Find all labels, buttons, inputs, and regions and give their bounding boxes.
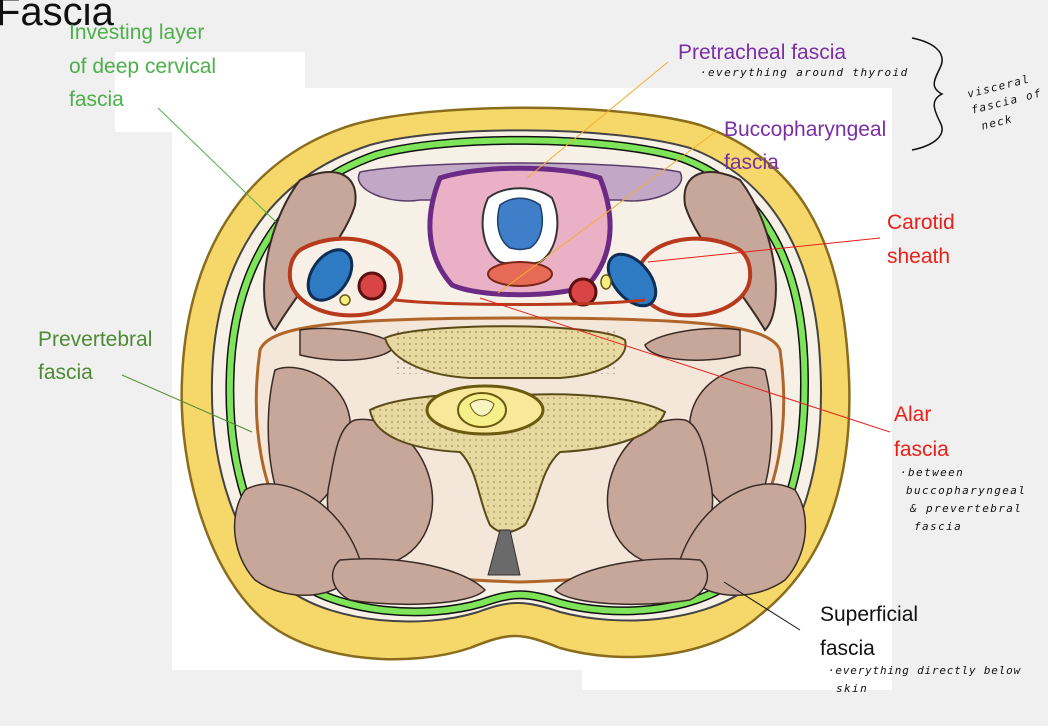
visceral-brace bbox=[911, 37, 944, 151]
left-vagus-nerve bbox=[339, 294, 351, 306]
pretracheal-label: Pretracheal fascia bbox=[678, 41, 847, 64]
buccopharyngeal-label-line1: Buccopharyngeal bbox=[724, 118, 887, 141]
spinal-cord-grey-matter bbox=[469, 399, 495, 417]
prevertebral-label-line2: fascia bbox=[38, 361, 93, 384]
vertebral-body-texture bbox=[395, 330, 615, 374]
right-carotid-sheath bbox=[637, 236, 753, 318]
right-jugular-vein bbox=[606, 252, 658, 308]
nuchal-ligament bbox=[487, 529, 521, 576]
right-deep-muscle-3 bbox=[644, 327, 741, 361]
investing-pointer bbox=[157, 107, 277, 223]
right-vagus-nerve bbox=[600, 274, 612, 290]
spinous-process-texture bbox=[370, 393, 665, 533]
superficial-note-line2: skin bbox=[836, 682, 869, 695]
alar-note-line2: buccopharyngeal bbox=[906, 484, 1027, 497]
investing-label-line3: fascia bbox=[69, 88, 124, 111]
pretracheal-pointer bbox=[526, 61, 669, 179]
bottom-right-muscle bbox=[553, 558, 709, 606]
superficial-note-line1: ·everything directly below bbox=[828, 664, 1021, 677]
alar-pointer bbox=[479, 297, 891, 433]
left-jugular-vein bbox=[306, 248, 354, 302]
investing-label-line2: of deep cervical bbox=[69, 55, 217, 78]
alar-label-line2: fascia bbox=[894, 438, 949, 461]
alar-label-line1: Alar bbox=[894, 403, 932, 426]
superficial-label-line2: fascia bbox=[820, 637, 875, 660]
alar-note-line4: fascia bbox=[914, 520, 963, 533]
prevertebral-label-line1: Prevertebral bbox=[38, 328, 153, 351]
carotid-label-line1: Carotid bbox=[887, 211, 955, 234]
esophagus bbox=[487, 261, 553, 287]
pretracheal-note: ·everything around thyroid bbox=[700, 66, 909, 79]
superficial-pointer bbox=[723, 581, 801, 631]
lower-left-muscle bbox=[233, 483, 361, 596]
superficial-label-line1: Superficial bbox=[820, 603, 919, 626]
trachea-lumen bbox=[497, 197, 543, 251]
investing-label-line1: Investing layer bbox=[69, 21, 205, 44]
buccopharyngeal-label-line2: fascia bbox=[724, 151, 779, 174]
prevertebral-pointer bbox=[121, 374, 253, 433]
carotid-pointer bbox=[647, 237, 881, 263]
carotid-label-line2: sheath bbox=[887, 245, 951, 268]
buccopharyngeal-pointer bbox=[497, 129, 719, 294]
page-title: Fascia bbox=[0, 0, 114, 34]
left-carotid-artery bbox=[357, 271, 387, 301]
right-carotid-artery bbox=[568, 277, 598, 307]
alar-fascia-line bbox=[394, 298, 646, 306]
lower-right-muscle bbox=[679, 483, 807, 596]
alar-note-line3: & prevertebral bbox=[910, 502, 1023, 515]
bottom-left-muscle bbox=[331, 558, 487, 606]
alar-note-line1: ·between bbox=[900, 466, 965, 479]
